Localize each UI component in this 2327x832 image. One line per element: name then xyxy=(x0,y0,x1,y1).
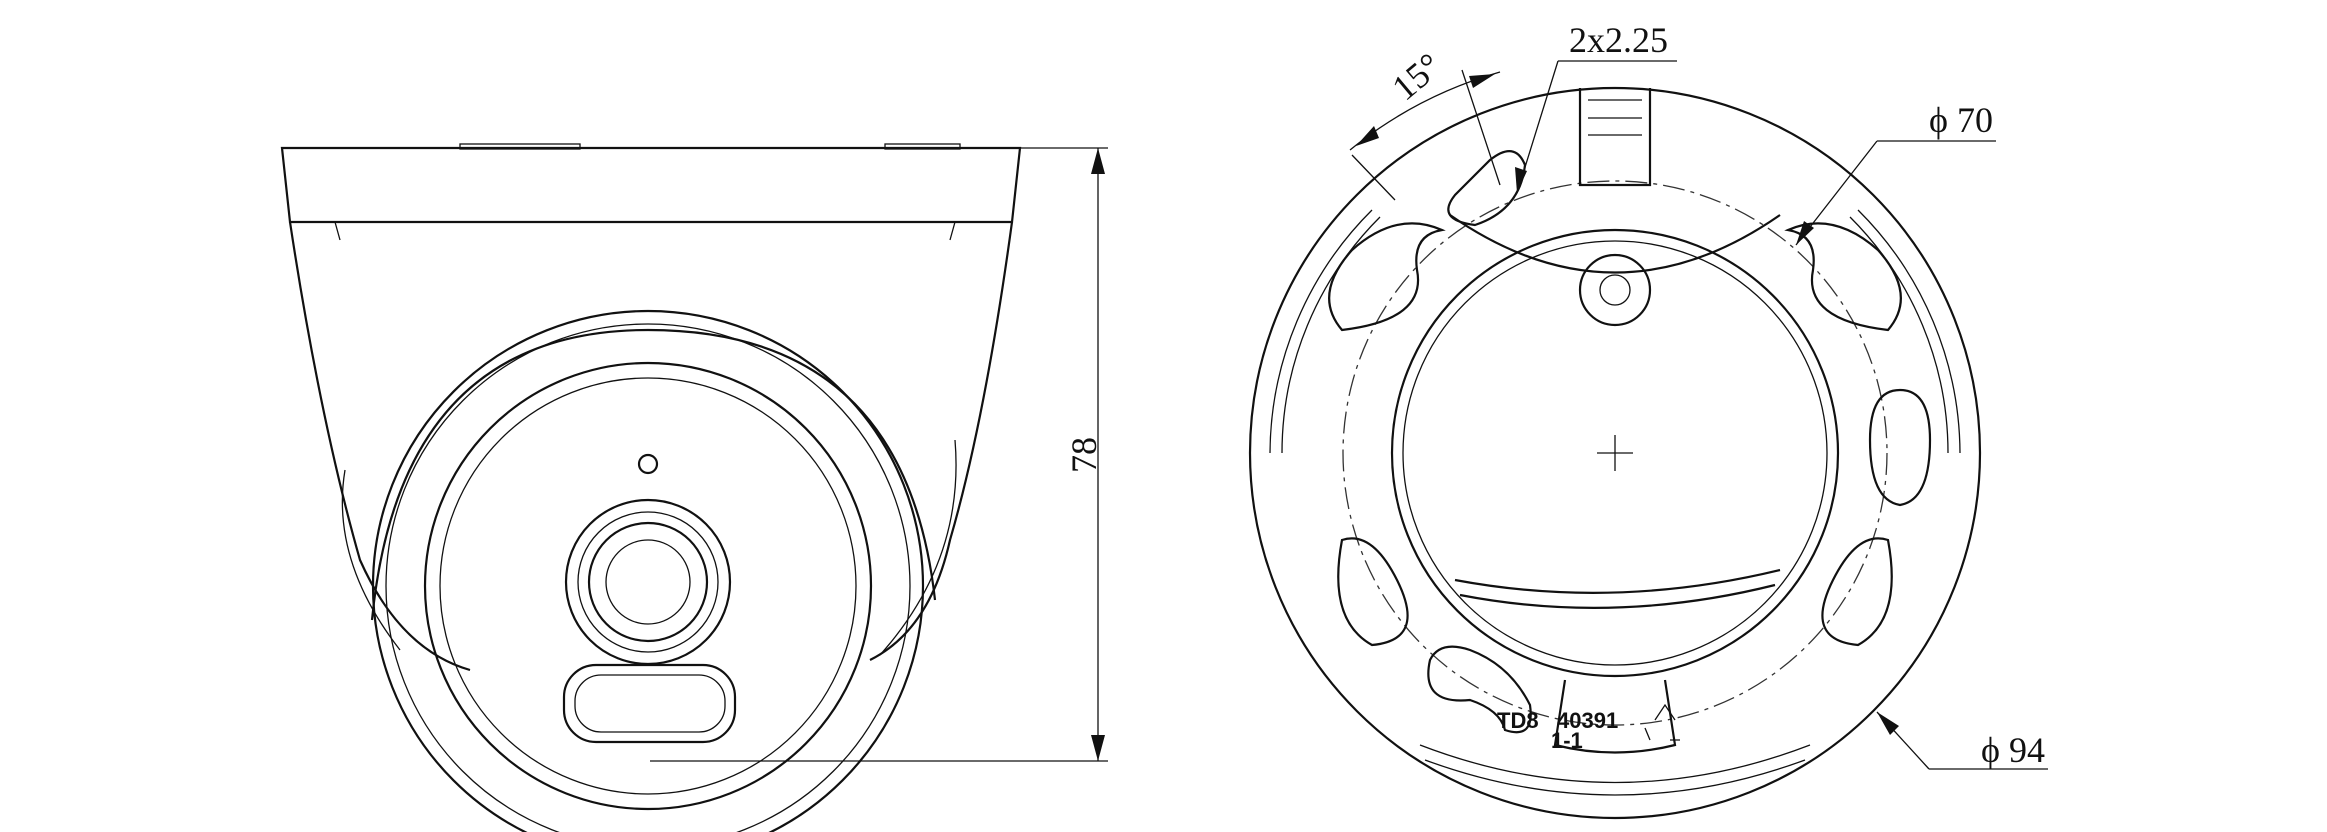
center-mark xyxy=(1597,435,1633,471)
top-clip xyxy=(1578,88,1652,187)
cutout-lower-left xyxy=(1337,537,1409,647)
dome-shoulder xyxy=(370,328,937,621)
lens-ring xyxy=(577,511,719,653)
base-outer-circle xyxy=(1248,86,1982,820)
hole-arrow xyxy=(1515,167,1527,193)
outer-diameter-arrow xyxy=(1877,712,1899,735)
cutout-upper-left xyxy=(1328,222,1446,332)
ball-outer xyxy=(371,309,925,832)
ir-window-inner xyxy=(574,674,726,733)
inner-diameter-arrow xyxy=(1796,221,1814,245)
lens-mid xyxy=(587,521,709,643)
cap-notches xyxy=(334,221,956,241)
center-boss xyxy=(1578,253,1652,327)
base-inner-circle xyxy=(1390,228,1840,678)
ball-ring xyxy=(385,323,911,832)
angle-arrows xyxy=(1356,74,1495,146)
cutout-lower-right xyxy=(1821,537,1893,647)
cap-tab-right xyxy=(884,143,961,150)
camera-base-view: TD8 40391 1-1 2x2.25 15° ϕ 70 ϕ 94 xyxy=(1248,20,2048,820)
ir-window xyxy=(562,663,737,744)
sensor-dot xyxy=(637,453,659,475)
keyhole-top-left xyxy=(1447,150,1527,227)
keyhole-bottom-left xyxy=(1427,645,1532,734)
hole-leader xyxy=(1516,60,1677,194)
angle-dimension: 15° xyxy=(1384,45,1448,108)
bottom-tab xyxy=(1553,679,1677,754)
lower-arc xyxy=(1454,568,1781,609)
bezel-inner xyxy=(439,377,857,795)
recycle-icon xyxy=(1644,703,1680,741)
label-part-3: 1-1 xyxy=(1551,728,1583,753)
top-cap xyxy=(280,146,1022,224)
body-outline xyxy=(288,221,1014,672)
upper-arc xyxy=(1449,214,1781,274)
height-dimension-line xyxy=(650,147,1108,762)
keyhole-right xyxy=(1868,388,1932,507)
body-edges xyxy=(341,439,957,656)
slot-left xyxy=(1269,209,1381,454)
lens-glass xyxy=(605,539,691,625)
hole-dimension: 2x2.25 xyxy=(1569,20,1668,60)
camera-side-view: 78 xyxy=(280,143,1108,832)
clip-ribs xyxy=(1588,99,1642,136)
lens-outer xyxy=(564,498,732,666)
bezel-outer xyxy=(423,361,873,811)
base-inner-ring xyxy=(1402,240,1828,666)
cap-tab-left xyxy=(459,143,581,150)
outer-diameter: ϕ 94 xyxy=(1981,730,2045,770)
label-part-1: TD8 xyxy=(1497,708,1539,733)
height-dimension: 78 xyxy=(1064,437,1104,473)
inner-diameter: ϕ 70 xyxy=(1929,100,1993,140)
label-part-2: 40391 xyxy=(1557,708,1618,733)
cutout-upper-right xyxy=(1784,222,1902,332)
slot-bottom xyxy=(1419,744,1811,796)
boss-hole xyxy=(1599,274,1631,306)
mount-hole-circle xyxy=(1342,180,1888,726)
slot-right xyxy=(1849,209,1961,454)
inner-diameter-leader xyxy=(1795,140,1996,246)
